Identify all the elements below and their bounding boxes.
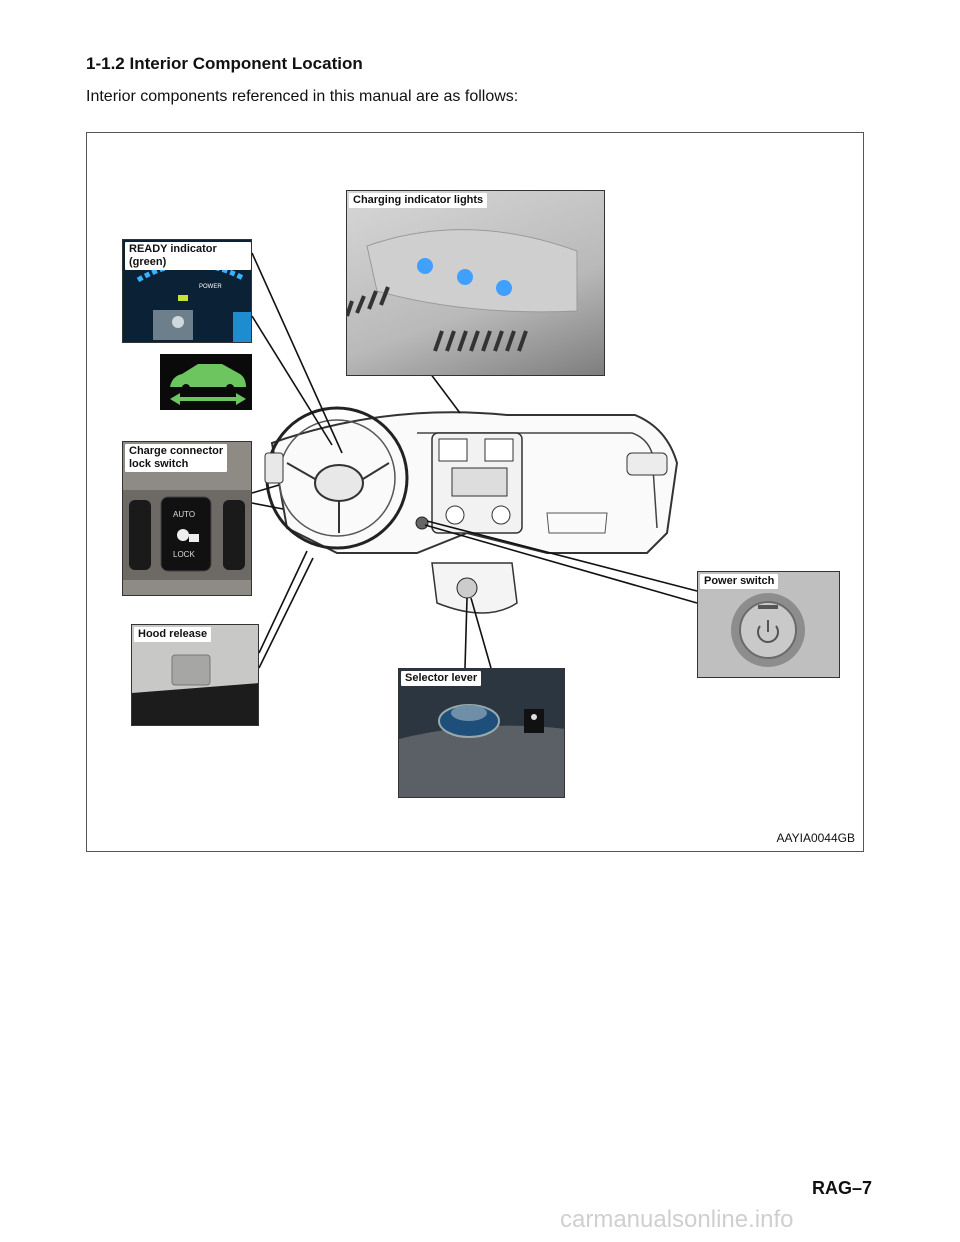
car-arrow-icon [170, 364, 246, 405]
selector-knob-icon [399, 704, 564, 797]
ready-leader-line [251, 252, 343, 454]
ready-symbol [160, 354, 252, 410]
power-switch-photo: Power switch [697, 571, 840, 678]
power-switch-callout: Power switch [700, 574, 779, 589]
selector-lever-photo: Selector lever [398, 668, 565, 798]
hood-handle-icon [132, 654, 258, 725]
charging-indicator-callout: Charging indicator lights [349, 193, 488, 208]
charging-indicator-photo: Charging indicator lights [346, 190, 605, 376]
interior-component-figure: Charging indicator lights POWER READY in… [86, 132, 864, 852]
hood-release-callout: Hood release [134, 627, 212, 642]
dashboard-drawing [251, 252, 698, 669]
intro-text: Interior components referenced in this m… [86, 88, 519, 105]
selector-leader-line [464, 597, 468, 669]
selector-lever-callout: Selector lever [401, 671, 482, 686]
section-heading: 1-1.2 Interior Component Location [86, 54, 363, 73]
charging-leader-line [429, 372, 461, 414]
hood-release-photo: Hood release [131, 624, 259, 726]
power-switch-leader-line [424, 524, 698, 604]
lock-switch-icon [123, 490, 251, 580]
gauge-icon [136, 262, 251, 342]
power-gauge-label: POWER [199, 284, 222, 290]
ready-indicator-callout: READY indicator (green) [125, 242, 251, 270]
figure-id: AAYIA0044GB [776, 831, 856, 845]
charge-connector-photo: AUTO LOCK Charge connector lock switch [122, 441, 252, 596]
hood-release-leader-line [258, 557, 314, 669]
watermark: carmanualsonline.info [560, 1206, 794, 1233]
page-number: RAG–7 [811, 1178, 872, 1198]
auto-label: AUTO [173, 510, 196, 519]
lock-label: LOCK [173, 550, 195, 559]
charge-connector-callout: Charge connector lock switch [125, 444, 228, 472]
ready-indicator-photo: POWER READY indicator (green) [122, 239, 252, 343]
power-icon [731, 593, 805, 667]
charge-connector-leader-line [251, 502, 284, 510]
charging-lights-icon [347, 229, 578, 352]
